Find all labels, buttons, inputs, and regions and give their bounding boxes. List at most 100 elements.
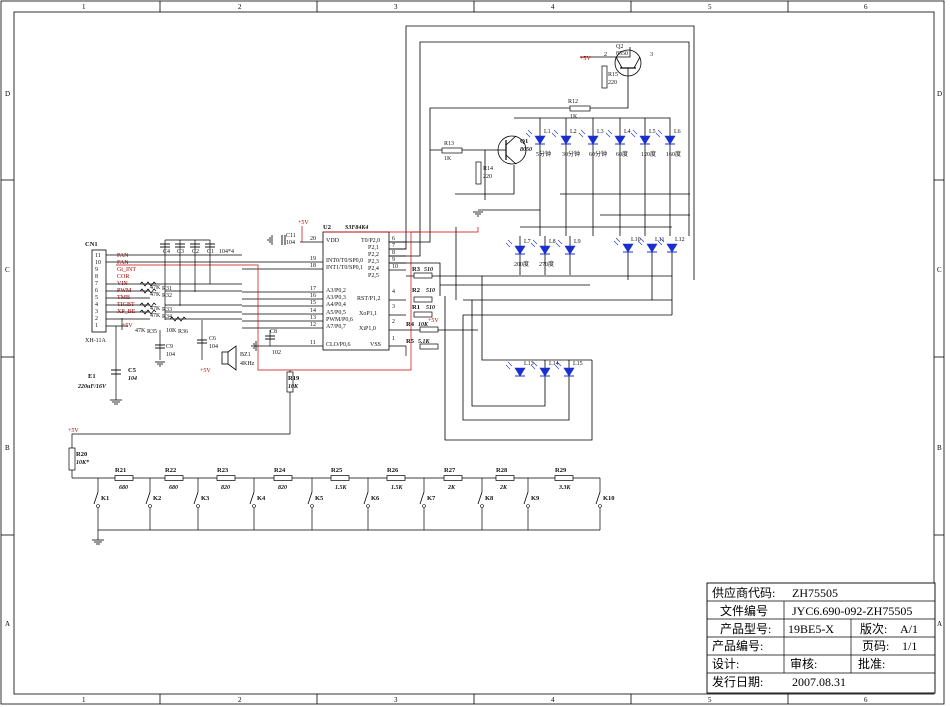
r14-ref: R14 [483,166,493,172]
led-ref: L6 [674,129,681,135]
model-number: 19BE5-X [788,622,834,636]
cn1-signal: COR [117,274,129,280]
key-ref: K6 [371,495,380,502]
key-ref: K3 [201,495,210,502]
mcu-u2: U2 S3F84K4 VDD INT0/T0/SP0,0 INT1/T0/SP0… [310,224,398,351]
r31-ref: R31 [162,286,172,292]
led-ref: L4 [624,129,631,135]
key-ref: K1 [101,495,109,502]
pin-name: INT0/T0/SP0,0 [326,258,363,264]
approve-label: 批准: [858,656,885,671]
key-ref: K5 [315,495,324,502]
vplus-label: +5V [68,428,79,434]
supplier-label: 供应商代码: [712,585,775,600]
ladder-resistor [273,475,293,481]
pin-name: INT1/T0/SP0,1 [326,265,363,271]
input-resistors: 47K R31 47K R32 47K R33 47K R34 47K R35 … [122,281,188,335]
pin-num: 8 [392,250,395,256]
r34-ref: R34 [162,314,172,320]
ladder-resistor-ref: R25 [331,467,343,474]
key-ref: K10 [603,495,615,502]
ic-ref: U2 [323,224,331,231]
r4-ref: R4 [406,321,415,328]
led-icon [578,129,599,145]
design-label: 设计: [712,657,739,671]
transistor-q1: Q1 8050 [497,135,532,165]
zone-labels: 1 2 3 4 5 6 1 2 3 4 5 6 D C B A D C B A [5,3,942,704]
r12-ref: R12 [568,99,578,105]
r3-val: 510 [424,267,433,273]
vplus-label: +5V [200,368,211,374]
col-label: 4 [551,696,555,704]
r35-val: 47K [135,328,146,334]
col-label: 2 [238,3,242,11]
pin-name: VSS [370,342,381,348]
vplus-label: +5V [122,323,133,329]
cn1-pin-number: 3 [95,309,98,315]
cn1-signal: FAN [117,260,129,266]
svg-text:3: 3 [650,52,653,58]
c5-ref: C5 [128,367,137,374]
c1-ref: C1 [207,249,214,255]
key-switch: K10 [595,478,615,530]
led-icon [637,237,658,253]
key-ref: K8 [485,495,494,502]
key-ref: K2 [153,495,161,502]
cn1-pin-number: 8 [95,274,98,280]
pin-num: 15 [310,300,316,306]
led-ref: L11 [655,237,664,243]
col-label: 6 [864,3,868,11]
r32-ref: R32 [162,293,172,299]
led-ref: L1 [544,129,551,135]
r33-val: 47K [150,306,161,312]
led-icon [530,239,551,255]
supplier-code: ZH75505 [792,586,838,600]
cn1-pin-number: 11 [95,253,101,259]
ladder-resistor [554,475,574,481]
pin-num: 2 [392,319,395,325]
row-label: B [5,444,10,452]
r20-ref: R20 [76,451,87,458]
led-label: 120度 [641,150,656,158]
r5-val: 5.1K [418,339,431,345]
buzzer: BZ1 4KHz +5V [200,345,255,374]
vplus-label: +5V [580,56,591,62]
ladder-resistor-val: 3.3K [558,485,572,491]
r5-ref: R5 [406,338,415,345]
doc-number: JYC6.690-092-ZH75505 [792,604,912,618]
r12-val: 1K [570,114,578,120]
pin-name: P2,5 [368,273,379,279]
model-label: 产品型号: [720,622,771,636]
pin-name: VDD [326,238,340,244]
q2-part: 8550 [616,51,628,57]
led-icon [530,361,551,377]
pno-label: 产品编号: [712,638,763,653]
led-ref: L9 [574,239,581,245]
pin-num: 13 [310,315,316,321]
led-ref: L12 [675,237,685,243]
c8-val: 102 [272,350,281,356]
r34-val: 47K [150,313,161,319]
ladder-resistor [386,475,406,481]
doc-label: 文件编号 [720,603,768,618]
row-label: D [937,90,942,98]
pin-num: 11 [310,340,316,346]
col-label: 3 [394,696,398,704]
vplus-label: +5V [428,318,439,324]
c11-ref: C11 [286,233,296,239]
c2-ref: C2 [192,249,199,255]
pin-num: 3 [392,304,395,310]
review-label: 审核: [790,656,817,671]
r19-r20: R19 10K R20 10K* [68,370,300,478]
led-label: 160度 [666,150,681,158]
col-label: 6 [864,696,868,704]
led-icon [525,129,546,145]
led-icon [630,129,651,145]
c9-val: 104 [166,352,175,358]
row-label: A [5,620,10,628]
